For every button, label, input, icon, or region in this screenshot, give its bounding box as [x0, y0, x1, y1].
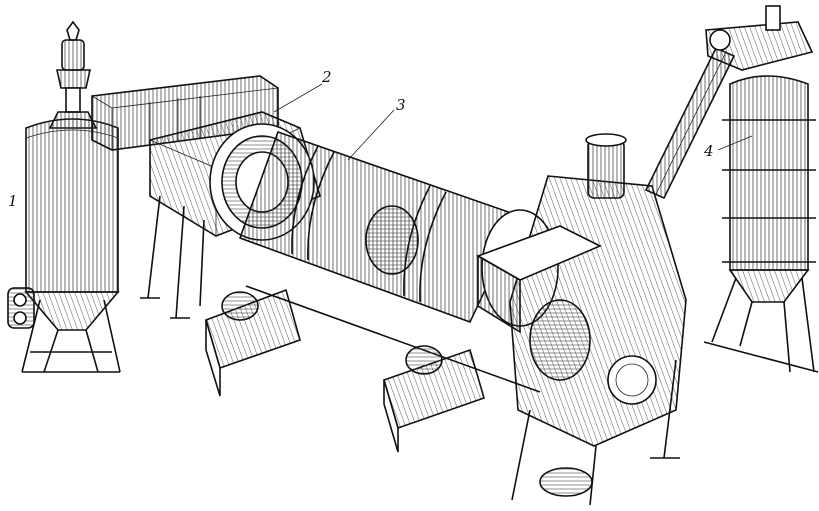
discharge-housing [476, 133, 687, 506]
label-4: 4 [703, 142, 714, 160]
label-2: 2 [321, 68, 332, 86]
leader-lines [273, 83, 753, 161]
hot-elevator-bin [703, 5, 819, 373]
label-3: 3 [396, 96, 406, 114]
bucket-elevator [644, 46, 736, 200]
label-1: 1 [8, 192, 18, 210]
cyclone-collector [7, 20, 121, 373]
